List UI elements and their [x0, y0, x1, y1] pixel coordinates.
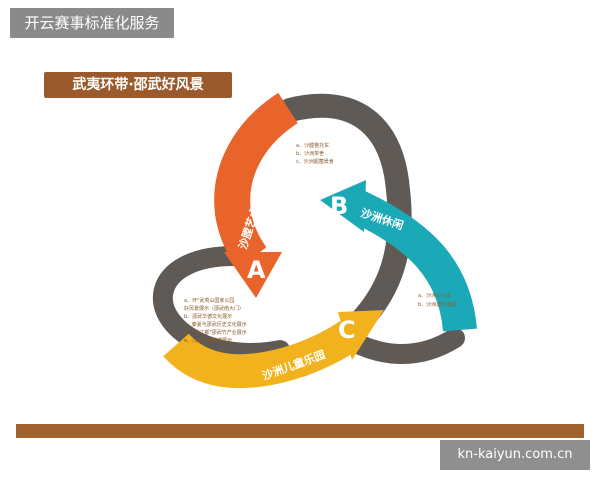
list-item: a、沙洲小火车	[418, 292, 451, 299]
watermark: kn-kaiyun.com.cn	[440, 440, 590, 470]
list-item: 好风景展示（邵武南大门）	[184, 305, 244, 312]
letter-b: B	[330, 192, 348, 220]
letter-a: A	[247, 256, 266, 284]
yellow-ribbon	[163, 320, 360, 389]
teal-ribbon	[347, 189, 477, 332]
top-badge: 开云赛事标准化服务	[10, 8, 174, 38]
list-item: b、沙洲游乐城堡	[418, 301, 456, 308]
bottom-divider-bar	[16, 424, 584, 438]
gray-ribbon-left	[153, 245, 290, 363]
list-item: b、沙洲茶舍	[296, 150, 324, 157]
yellow-arrowhead	[338, 310, 384, 360]
list-b: a、沙洲小火车 b、沙洲游乐城堡	[418, 292, 456, 308]
gray-ribbon-right	[278, 93, 412, 334]
orange-ribbon	[214, 92, 299, 269]
diagram-title: 武夷环带·邵武好风景	[44, 72, 232, 98]
list-item: c、秦夏与邵武历史文化展示	[184, 321, 247, 328]
list-item: d、"竹之都"邵武竹产业展示	[184, 329, 247, 336]
teal-arrowhead	[320, 180, 366, 232]
list-item: b、邵武华德文化展示	[184, 313, 232, 320]
orange-arrowhead	[224, 252, 282, 298]
list-item: c、沙洲超菌景食	[296, 158, 334, 165]
list-a: a、沙膛檐托车 b、沙洲茶舍 c、沙洲超菌景食	[296, 142, 334, 165]
list-item: a、沙膛檐托车	[296, 142, 329, 149]
list-c: a、环"武夷山国家公园 好风景展示（邵武南大门） b、邵武华德文化展示 c、秦夏…	[184, 297, 247, 344]
letter-c: C	[338, 316, 356, 344]
list-item: a、环"武夷山国家公园	[184, 297, 234, 304]
list-item: e、儿童卡通动漫展示	[184, 337, 232, 344]
